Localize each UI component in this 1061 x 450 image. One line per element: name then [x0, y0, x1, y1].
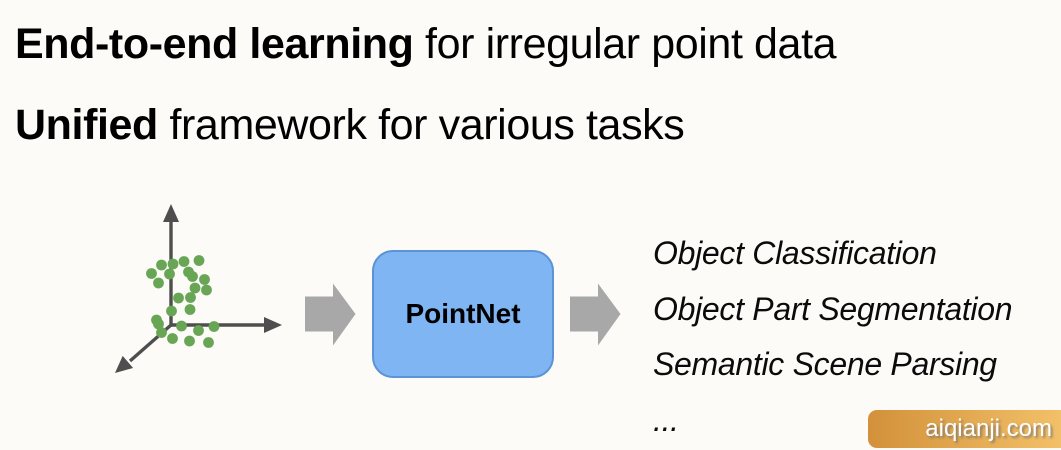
axis-up-arrowhead-icon	[163, 204, 179, 222]
task-item-semantic-scene-parsing: Semantic Scene Parsing	[653, 346, 997, 382]
task-item-object-part-segmentation: Object Part Segmentation	[653, 290, 1013, 327]
point-dot	[201, 284, 212, 296]
title-line1-rest: for irregular point data	[413, 20, 837, 68]
point-dot	[167, 258, 179, 270]
axis-right-arrowhead-icon	[264, 317, 282, 333]
point-dot	[203, 337, 214, 348]
pointnet-box: PointNet	[372, 250, 554, 378]
point-dot	[184, 335, 195, 347]
point-dot	[185, 292, 196, 303]
task-item-object-classification: Object Classification	[653, 235, 937, 271]
point-dot	[156, 259, 167, 271]
axis-diagonal-arrowhead-icon	[115, 355, 134, 373]
point-dot	[166, 305, 177, 317]
output-arrow-icon	[570, 283, 621, 346]
point-dot	[167, 333, 178, 344]
axis-arrowheads	[115, 204, 282, 373]
point-dot	[173, 292, 184, 304]
point-dot	[178, 256, 190, 267]
point-dot	[187, 271, 198, 282]
point-dot	[146, 268, 157, 279]
slide-title-line2: Unified framework for various tasks	[15, 100, 685, 150]
watermark: aiqianji.com	[868, 410, 1061, 448]
point-cloud-dots	[146, 255, 220, 348]
point-dot	[164, 268, 175, 280]
title-line2-rest: framework for various tasks	[157, 101, 685, 149]
point-dot	[193, 255, 205, 266]
slide-title-line1: End-to-end learning for irregular point …	[15, 19, 837, 69]
title-line1-bold: End-to-end learning	[15, 20, 414, 68]
point-dot	[189, 282, 201, 294]
point-dot	[153, 277, 164, 289]
point-dot	[208, 321, 220, 332]
pointnet-label: PointNet	[405, 298, 521, 329]
task-item-ellipsis: ...	[653, 401, 679, 438]
input-arrow-icon	[305, 283, 356, 346]
title-line2-bold: Unified	[15, 101, 158, 149]
point-dot	[199, 274, 210, 285]
point-dot	[156, 327, 167, 338]
point-dot	[153, 318, 164, 330]
point-dot	[193, 325, 204, 336]
flow-arrows	[305, 283, 621, 346]
point-dot	[176, 320, 187, 332]
point-dot	[184, 304, 196, 315]
watermark-text: aiqianji.com	[925, 415, 1052, 442]
task-list: Object Classification Object Part Segmen…	[653, 226, 1013, 448]
